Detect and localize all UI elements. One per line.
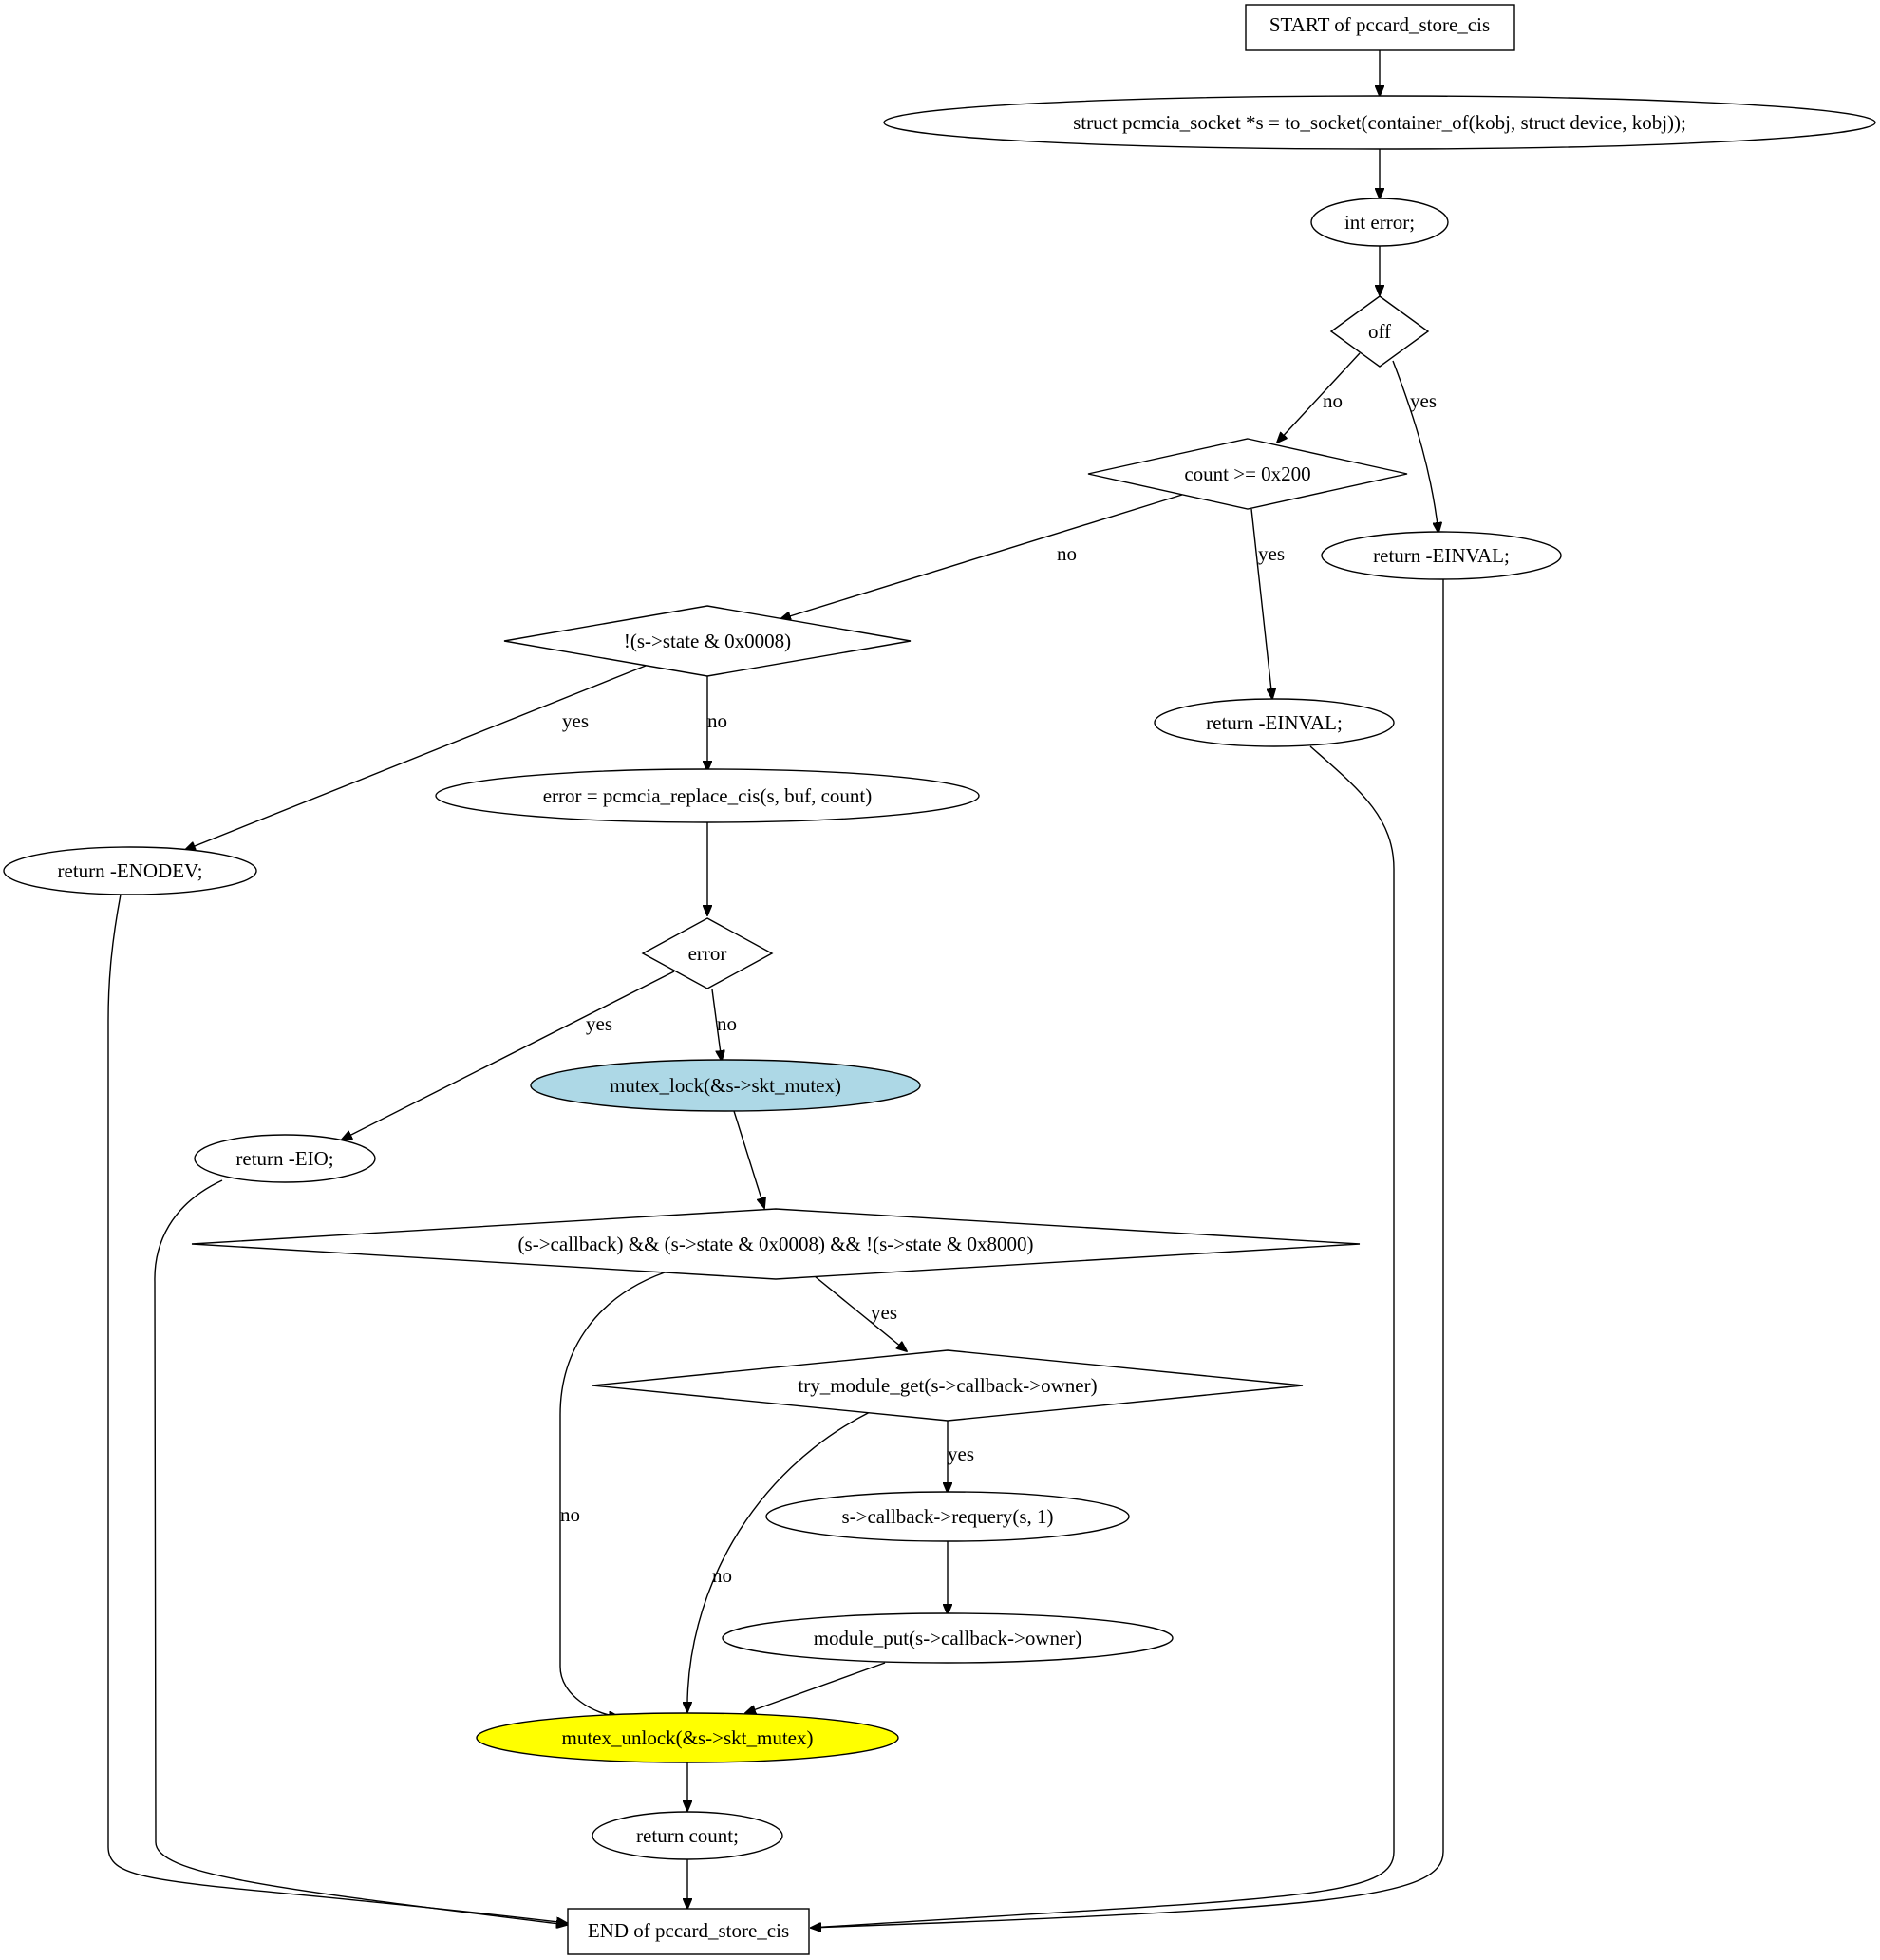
count-label: count >= 0x200 (1184, 462, 1310, 485)
label-callback-no: no (560, 1503, 580, 1526)
state-decision: !(s->state & 0x0008) (503, 605, 912, 677)
nodes: START of pccard_store_cis struct pcmcia_… (3, 4, 1876, 1955)
end-label: END of pccard_store_cis (588, 1919, 789, 1942)
edge-count-no (780, 494, 1183, 619)
edge-enodev-to-end (107, 894, 567, 1923)
return-count-label: return count; (636, 1824, 739, 1847)
try-module-label: try_module_get(s->callback->owner) (798, 1374, 1097, 1397)
replace-cis-node: error = pcmcia_replace_cis(s, buf, count… (435, 768, 980, 823)
requery-label: s->callback->requery(s, 1) (841, 1505, 1053, 1528)
start-node: START of pccard_store_cis (1245, 4, 1515, 51)
edge-off-yes (1392, 360, 1438, 533)
edge-callback-no (559, 1272, 666, 1717)
end-node: END of pccard_store_cis (567, 1908, 810, 1955)
edge-error-yes (342, 971, 675, 1140)
error-decision: error (641, 917, 774, 989)
module-put-label: module_put(s->callback->owner) (814, 1627, 1082, 1649)
decl-error-node: int error; (1310, 198, 1449, 247)
mutex-unlock-label: mutex_unlock(&s->skt_mutex) (562, 1726, 814, 1749)
return-einval-2-label: return -EINVAL; (1206, 711, 1343, 734)
label-try-no: no (712, 1564, 732, 1587)
return-einval-1-node: return -EINVAL; (1321, 531, 1562, 580)
label-state-yes: yes (562, 709, 589, 732)
edge-einval2-to-end (811, 745, 1395, 1928)
off-decision: off (1329, 295, 1430, 368)
return-einval-2-node: return -EINVAL; (1154, 698, 1395, 747)
label-state-no: no (707, 709, 727, 732)
mutex-lock-label: mutex_lock(&s->skt_mutex) (610, 1074, 841, 1097)
return-enodev-label: return -ENODEV; (58, 859, 203, 882)
label-error-yes: yes (586, 1012, 612, 1035)
edge-labels: no yes no yes yes no yes no yes no yes n… (560, 389, 1437, 1587)
decl-socket-node: struct pcmcia_socket *s = to_socket(cont… (883, 95, 1876, 150)
start-label: START of pccard_store_cis (1269, 13, 1490, 36)
mutex-unlock-shape (476, 1712, 899, 1763)
edge-einval1-to-end (811, 579, 1444, 1928)
return-count-node: return count; (592, 1811, 783, 1860)
return-eio-label: return -EIO; (235, 1147, 333, 1170)
requery-node: s->callback->requery(s, 1) (765, 1491, 1130, 1542)
error-label: error (688, 942, 727, 965)
edges (107, 50, 1444, 1928)
edge-error-no (711, 989, 722, 1061)
edge-state-yes (185, 665, 647, 850)
decl-socket-label: struct pcmcia_socket *s = to_socket(cont… (1073, 111, 1686, 134)
module-put-node: module_put(s->callback->owner) (722, 1612, 1174, 1664)
label-try-yes: yes (948, 1442, 974, 1465)
off-label: off (1368, 320, 1391, 343)
edge-callback-yes (814, 1275, 907, 1351)
callback-label: (s->callback) && (s->state & 0x0008) && … (518, 1233, 1034, 1255)
label-callback-yes: yes (871, 1301, 897, 1324)
count-decision: count >= 0x200 (1087, 438, 1408, 510)
label-count-no: no (1057, 542, 1077, 565)
edge-put-to-unlock (745, 1662, 886, 1713)
return-einval-1-label: return -EINVAL; (1373, 544, 1510, 567)
state-label: !(s->state & 0x0008) (624, 630, 791, 652)
edge-try-no (687, 1410, 873, 1712)
edge-off-no (1277, 352, 1361, 443)
return-enodev-node: return -ENODEV; (3, 846, 257, 895)
label-error-no: no (717, 1012, 737, 1035)
callback-decision: (s->callback) && (s->state & 0x0008) && … (191, 1208, 1361, 1280)
mutex-unlock-node: mutex_unlock(&s->skt_mutex) (476, 1712, 899, 1763)
edge-eio-to-end (154, 1179, 567, 1925)
label-off-no: no (1323, 389, 1343, 412)
edge-lock-to-callback (733, 1110, 764, 1208)
return-eio-node: return -EIO; (194, 1134, 376, 1183)
replace-cis-label: error = pcmcia_replace_cis(s, buf, count… (543, 784, 873, 807)
label-count-yes: yes (1258, 542, 1285, 565)
mutex-lock-shape (530, 1059, 921, 1112)
label-off-yes: yes (1410, 389, 1437, 412)
edge-count-yes (1250, 508, 1272, 699)
mutex-lock-node: mutex_lock(&s->skt_mutex) (530, 1059, 921, 1112)
try-module-decision: try_module_get(s->callback->owner) (592, 1349, 1304, 1422)
decl-error-label: int error; (1344, 211, 1415, 234)
